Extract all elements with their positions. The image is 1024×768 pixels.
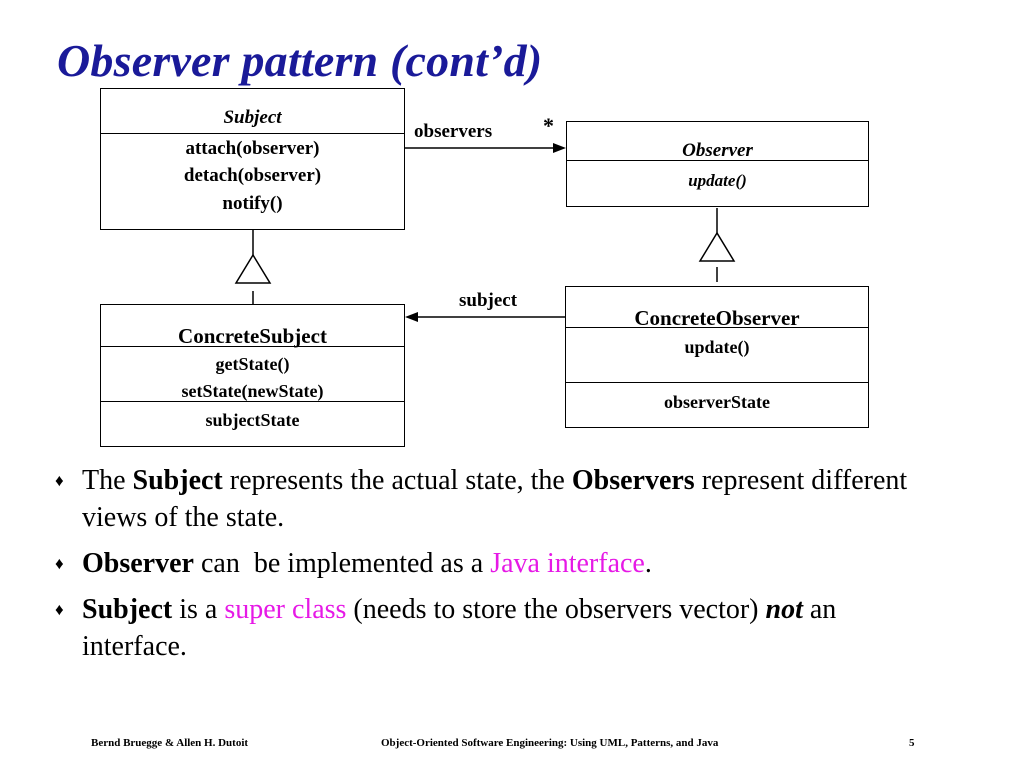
subject-operation: detach(observer)	[183, 165, 322, 186]
bullet-item: ♦ Subject is a super class (needs to sto…	[55, 591, 935, 665]
concrete-observer-attribute: observerState	[664, 392, 770, 412]
subject-association-arrowhead	[405, 312, 418, 322]
concrete-subject-divider	[101, 401, 404, 402]
concrete-observer-divider	[566, 327, 868, 328]
concrete-subject-attribute: subjectState	[205, 410, 300, 430]
page-number: 5	[909, 737, 915, 749]
observers-association-arrowhead	[553, 143, 566, 153]
bullet-item: ♦ Observer can be implemented as a Java …	[55, 545, 935, 582]
observer-class-name: Observer	[682, 140, 753, 161]
bullet-emphasis: Subject	[132, 465, 223, 496]
concrete-observer-divider	[566, 382, 868, 383]
subject-operation: attach(observer)	[185, 138, 320, 159]
diamond-bullet-icon: ♦	[55, 471, 64, 490]
concrete-observer-operation: update()	[684, 337, 750, 357]
observer-class: Observer update()	[566, 121, 869, 207]
concrete-subject-class: ConcreteSubject getState() setState(newS…	[100, 304, 405, 447]
subject-operation: notify()	[222, 193, 283, 214]
highlighted-text: Java interface	[490, 548, 645, 579]
concrete-subject-operation: getState()	[215, 354, 290, 374]
slide-title: Observer pattern (cont’d)	[57, 35, 543, 86]
observers-association-label: observers	[414, 121, 493, 142]
subject-class-divider	[101, 133, 404, 134]
bullet-emphasis: Observer	[82, 548, 194, 579]
footer-book-title: Object-Oriented Software Engineering: Us…	[381, 737, 719, 749]
highlighted-text: super class	[224, 594, 347, 625]
concrete-observer-class-name: ConcreteObserver	[634, 306, 800, 330]
observer-class-divider	[567, 160, 868, 161]
concrete-subject-divider	[101, 346, 404, 347]
observer-operation: update()	[688, 171, 747, 190]
bullet-item: ♦ The Subject represents the actual stat…	[55, 462, 935, 536]
observer-inheritance-triangle	[698, 231, 736, 262]
observers-multiplicity: *	[543, 113, 554, 138]
bullet-emphasis: Observers	[571, 465, 695, 496]
subject-association-label: subject	[459, 290, 518, 311]
diamond-bullet-icon: ♦	[55, 554, 64, 573]
subject-inheritance-triangle	[234, 253, 272, 284]
bullet-list: ♦ The Subject represents the actual stat…	[55, 462, 935, 674]
concrete-observer-class: ConcreteObserver update() observerState	[565, 286, 869, 428]
bullet-emphasis: not	[765, 594, 803, 625]
concrete-subject-operation: setState(newState)	[181, 381, 324, 401]
subject-class: Subject attach(observer) detach(observer…	[100, 88, 405, 230]
bullet-emphasis: Subject	[82, 594, 173, 625]
concrete-subject-class-name: ConcreteSubject	[178, 324, 327, 348]
footer-authors: Bernd Bruegge & Allen H. Dutoit	[91, 737, 249, 749]
diamond-bullet-icon: ♦	[55, 600, 64, 619]
subject-class-name: Subject	[223, 107, 282, 128]
